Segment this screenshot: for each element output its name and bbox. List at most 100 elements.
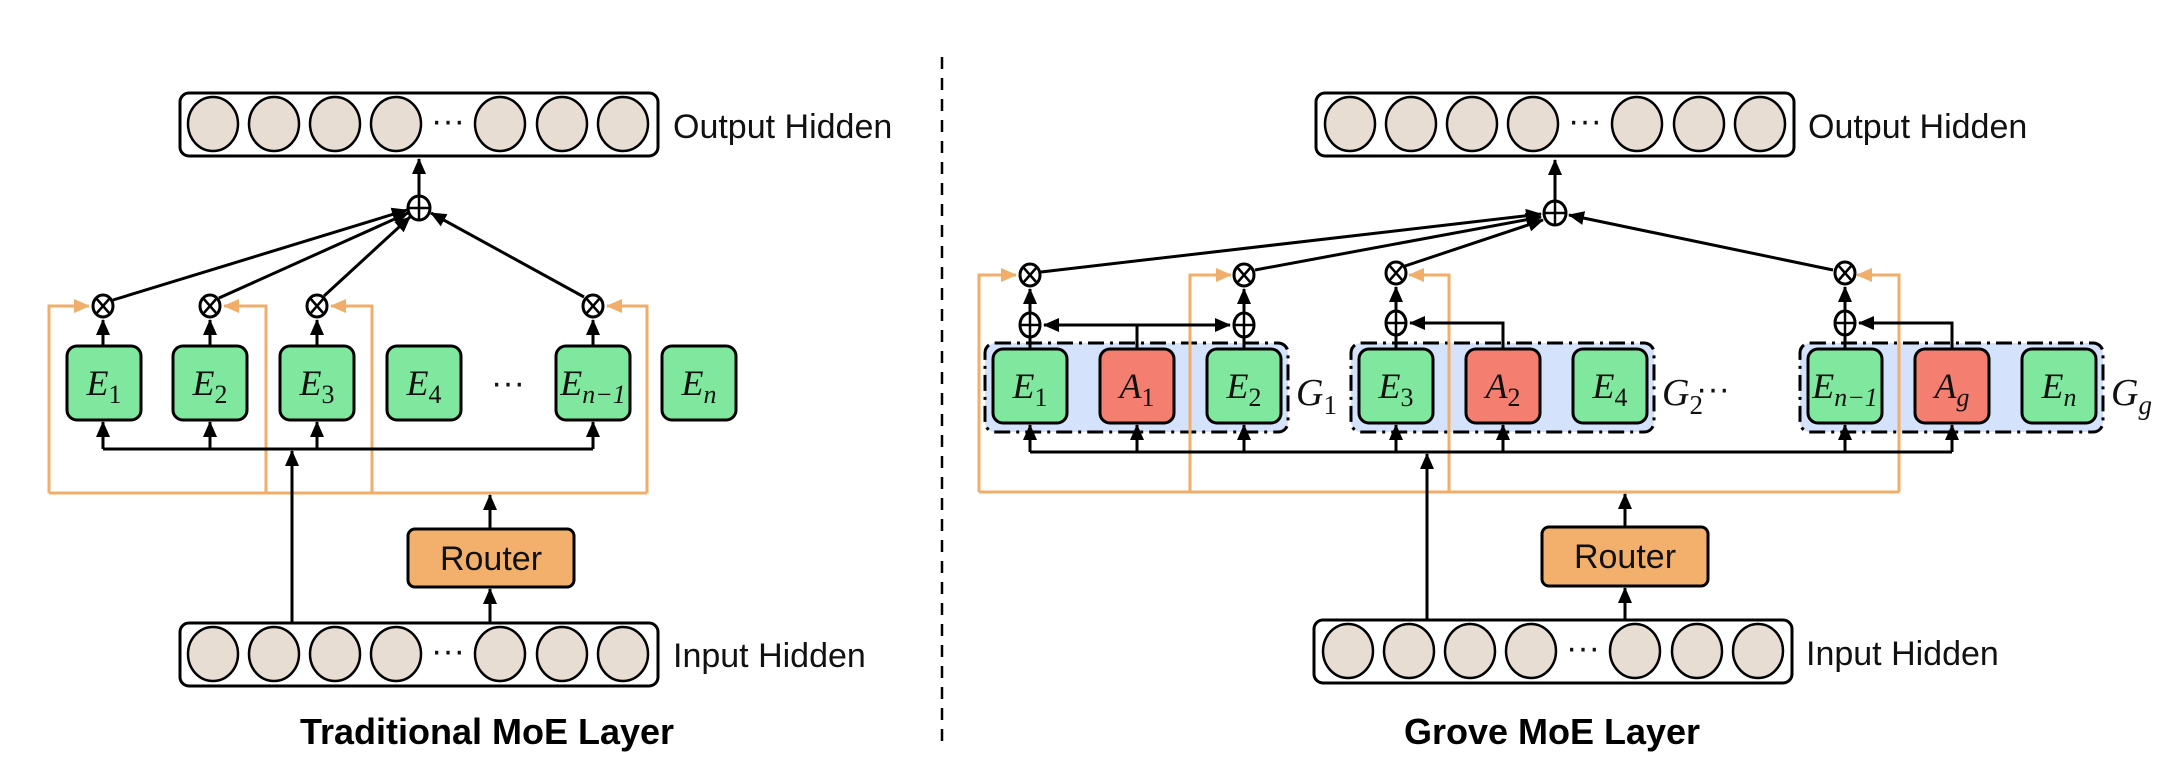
expert-box: En [660, 344, 738, 422]
neuron [1443, 622, 1497, 680]
group-ellipsis: ··· [1696, 370, 1730, 408]
neuron [473, 625, 527, 683]
combine-nodes [1018, 260, 1857, 339]
neuron [596, 625, 650, 683]
expert-box: E3 [278, 344, 356, 422]
expert-list: E1 A1 E2 E3 A2 E4 En−1 Ag En ··· [991, 347, 2098, 425]
neuron [247, 95, 301, 153]
multiply-icon [581, 293, 605, 319]
expert-box: E4 [385, 344, 463, 422]
routing-line-e2 [223, 299, 268, 493]
expert-label: En−1 [559, 363, 625, 409]
neuron [1445, 95, 1499, 153]
adjugate-expert-box: A2 [1464, 347, 1542, 425]
expert-box: E2 [1205, 347, 1283, 425]
neuron [1506, 95, 1560, 153]
multiply-icon [1018, 262, 1042, 288]
multiply-icon [91, 293, 115, 319]
input-hidden-label: Input Hidden [1806, 635, 1999, 673]
expert-label: E3 [1378, 366, 1414, 412]
expert-box: E1 [991, 347, 1069, 425]
expert-label: E4 [1592, 366, 1628, 412]
expert-label: En−1 [1811, 366, 1877, 412]
combine-lines [1040, 208, 1834, 274]
neuron [308, 95, 362, 153]
neuron [535, 625, 589, 683]
expert-label: E1 [1012, 366, 1048, 412]
routing-line-en1 [606, 299, 649, 493]
neuron [186, 95, 240, 153]
expert-label: E1 [86, 363, 122, 409]
add-icon [1833, 309, 1857, 337]
expert-ellipsis: ··· [491, 364, 525, 402]
sum-node [1542, 199, 1568, 227]
combine-lines [96, 207, 600, 346]
group-label: G1 [1296, 372, 1337, 420]
add-icon [1384, 309, 1408, 337]
multiply-nodes [91, 293, 605, 319]
input-hidden-vector: ··· [178, 621, 660, 688]
neuron [473, 95, 527, 153]
expert-label: En [2041, 366, 2077, 412]
expert-box: E2 [171, 344, 249, 422]
neuron [596, 95, 650, 153]
neuron [308, 625, 362, 683]
output-hidden-vector: ··· [1314, 91, 1796, 158]
neuron [1672, 95, 1726, 153]
neuron [186, 625, 240, 683]
add-icon [1232, 311, 1256, 339]
expert-label: E2 [192, 363, 228, 409]
expert-list: E1 E2 E3 E4 En−1 En ··· [65, 344, 738, 422]
ellipsis: ··· [1566, 629, 1600, 667]
output-hidden-label: Output Hidden [1808, 108, 2027, 146]
expert-box: E1 [65, 344, 143, 422]
sum-node [406, 194, 432, 222]
expert-label: E4 [406, 363, 442, 409]
routing-line-e1 [47, 299, 90, 493]
output-hidden-vector: ··· [178, 91, 660, 158]
adjugate-expert-box: Ag [1913, 347, 1991, 425]
routing-line-e3 [330, 299, 374, 493]
neuron [535, 95, 589, 153]
routing-line-e2 [1188, 268, 1232, 492]
expert-label: Ag [1933, 366, 1970, 412]
expert-label: En [681, 363, 717, 409]
multiply-icon [1384, 260, 1408, 286]
router-block: Router [1540, 525, 1710, 588]
expert-box: En−1 [554, 344, 632, 422]
expert-box: En−1 [1806, 347, 1884, 425]
neuron [1504, 622, 1558, 680]
neuron [1321, 622, 1375, 680]
input-hidden-vector: ··· [1312, 618, 1794, 685]
routing-line-en1 [1856, 268, 1901, 492]
output-hidden-label: Output Hidden [673, 108, 892, 146]
expert-box: E4 [1571, 347, 1649, 425]
add-icon [1018, 311, 1042, 339]
router-block: Router [406, 527, 576, 589]
expert-box: En [2020, 347, 2098, 425]
expert-label: E3 [299, 363, 335, 409]
neuron [1610, 95, 1664, 153]
adjugate-expert-box: A1 [1098, 347, 1176, 425]
input-hidden-label: Input Hidden [673, 637, 866, 675]
panel-title: Grove MoE Layer [1404, 711, 1700, 752]
panel-title: Traditional MoE Layer [300, 711, 674, 752]
neuron [1670, 622, 1724, 680]
group-label: Gg [2111, 372, 2152, 420]
multiply-icon [1833, 260, 1857, 286]
expert-label: A2 [1484, 366, 1521, 412]
neuron [247, 625, 301, 683]
multiply-icon [1232, 262, 1256, 288]
router-label: Router [440, 540, 542, 578]
traditional-moe-panel: E1 E2 E3 E4 En−1 En ··· Router ··· [47, 91, 892, 752]
neuron [1384, 95, 1438, 153]
ellipsis: ··· [431, 102, 465, 140]
neuron [1382, 622, 1436, 680]
routing-weight-lines [47, 299, 649, 495]
input-bus [96, 158, 600, 624]
routing-weight-lines [977, 268, 1901, 494]
ellipsis: ··· [431, 632, 465, 670]
neuron [1608, 622, 1662, 680]
